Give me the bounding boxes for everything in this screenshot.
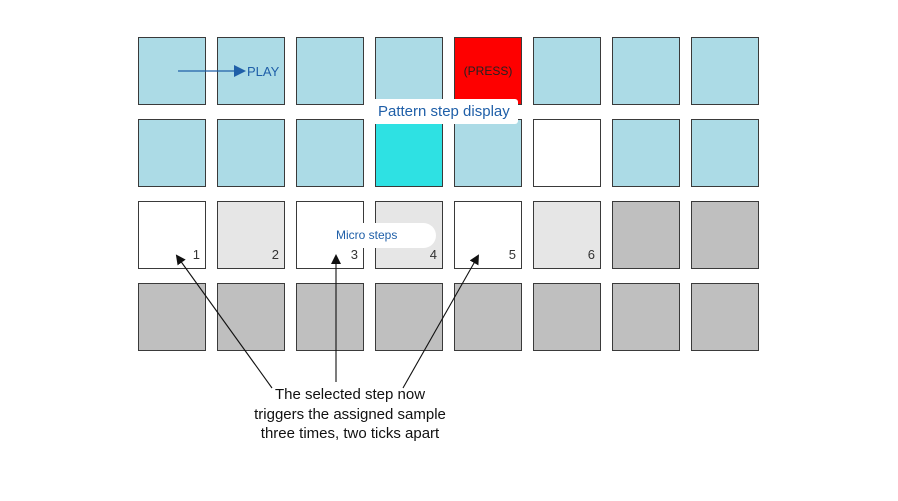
pad-r1-c3[interactable]: [296, 37, 364, 105]
pad-r3-c1[interactable]: 1: [138, 201, 206, 269]
step-number: 1: [192, 247, 200, 262]
pad-r1-c8[interactable]: [691, 37, 759, 105]
pad-r2-c5[interactable]: [454, 119, 522, 187]
pad-r3-c7[interactable]: [612, 201, 680, 269]
callout-arrow-step-5: [402, 254, 479, 389]
pad-r4-c1[interactable]: [138, 283, 206, 351]
step-number: 4: [429, 247, 437, 262]
press-label: (PRESS): [463, 64, 513, 78]
pad-r3-c2[interactable]: 2: [217, 201, 285, 269]
pad-r2-c4[interactable]: [375, 119, 443, 187]
step-number: 5: [508, 247, 516, 262]
pad-r4-c7[interactable]: [612, 283, 680, 351]
pad-r4-c6[interactable]: [533, 283, 601, 351]
play-label: PLAY: [247, 64, 280, 79]
pad-r4-c2[interactable]: [217, 283, 285, 351]
pad-r2-c8[interactable]: [691, 119, 759, 187]
callout-arrow-step-1: [175, 254, 273, 389]
pad-r4-c4[interactable]: [375, 283, 443, 351]
pad-r2-c2[interactable]: [217, 119, 285, 187]
pad-r3-c6[interactable]: 6: [533, 201, 601, 269]
pad-r1-c6[interactable]: [533, 37, 601, 105]
step-number: 2: [271, 247, 279, 262]
pad-r4-c5[interactable]: [454, 283, 522, 351]
pad-r4-c3[interactable]: [296, 283, 364, 351]
pattern-step-display-label: Pattern step display: [370, 99, 518, 124]
step-number: 3: [350, 247, 358, 262]
pad-r2-c1[interactable]: [138, 119, 206, 187]
pad-r4-c8[interactable]: [691, 283, 759, 351]
step-number: 6: [587, 247, 595, 262]
pad-r2-c3[interactable]: [296, 119, 364, 187]
pad-r2-c6[interactable]: [533, 119, 601, 187]
pad-r3-c8[interactable]: [691, 201, 759, 269]
pad-r1-c4[interactable]: [375, 37, 443, 105]
pad-r3-c5[interactable]: 5: [454, 201, 522, 269]
pad-r1-c5[interactable]: (PRESS): [454, 37, 522, 105]
pad-r2-c7[interactable]: [612, 119, 680, 187]
callout-text: The selected step now triggers the assig…: [254, 386, 446, 442]
micro-steps-label: Micro steps: [324, 223, 436, 248]
pad-r1-c7[interactable]: [612, 37, 680, 105]
